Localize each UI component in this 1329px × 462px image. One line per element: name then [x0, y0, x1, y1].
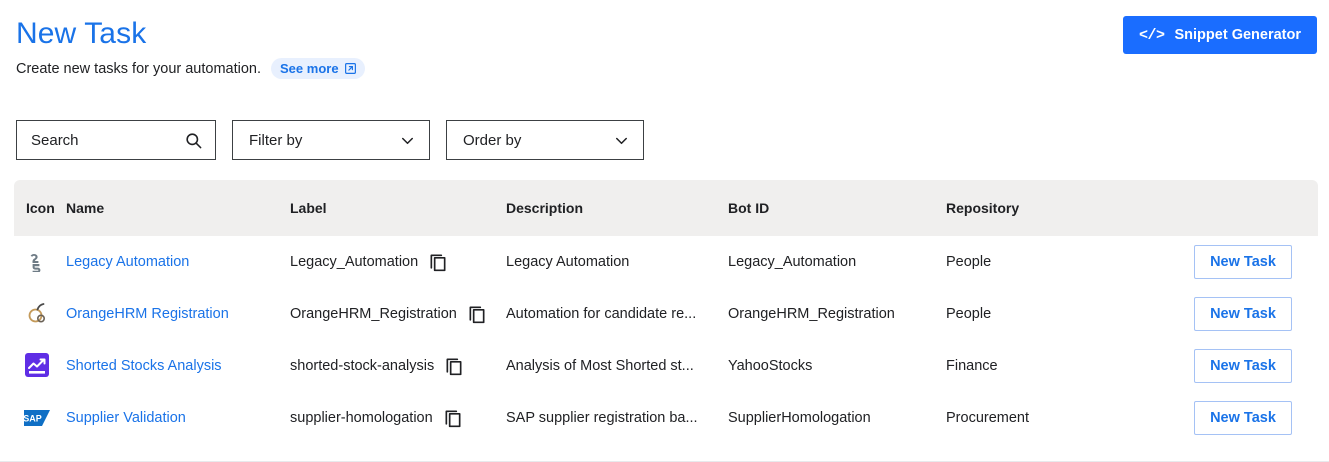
task-description-cell: Automation for candidate re...	[506, 288, 728, 340]
table-header-row: Icon Name Label Description Bot ID Repos…	[14, 180, 1318, 236]
task-label-text: Legacy_Automation	[290, 254, 419, 270]
task-repository-cell: People	[946, 254, 992, 270]
task-label-cell: Legacy_Automation	[290, 236, 506, 288]
sap-icon: SAP	[24, 405, 50, 431]
task-repository-cell: Procurement	[946, 410, 1030, 426]
chevron-down-icon	[612, 131, 631, 150]
page-title: New Task	[16, 17, 147, 50]
search-icon[interactable]	[184, 131, 203, 150]
order-by-select[interactable]: Order by	[446, 120, 644, 160]
task-action-cell: New Task	[1164, 236, 1318, 288]
task-name-cell: Supplier Validation	[66, 392, 290, 444]
code-brackets-icon: </>	[1138, 26, 1165, 44]
tasks-table: Icon Name Label Description Bot ID Repos…	[14, 180, 1318, 444]
task-action-cell: New Task	[1164, 288, 1318, 340]
new-task-button[interactable]: New Task	[1194, 349, 1292, 383]
task-description-text: Legacy Automation	[506, 254, 630, 270]
page-header: New Task Create new tasks for your autom…	[0, 0, 1329, 79]
copy-icon[interactable]	[443, 408, 463, 428]
task-description-cell: Analysis of Most Shorted st...	[506, 340, 728, 392]
task-repository-cell: People	[946, 306, 992, 322]
column-header-name: Name	[66, 200, 105, 216]
row-icon-cell	[14, 288, 66, 340]
filter-by-select[interactable]: Filter by	[232, 120, 430, 160]
snippet-generator-label: Snippet Generator	[1174, 27, 1302, 43]
new-task-button[interactable]: New Task	[1194, 245, 1292, 279]
orangehrm-icon	[24, 300, 50, 326]
task-name-cell: Legacy Automation	[66, 236, 290, 288]
filter-by-label: Filter by	[249, 131, 303, 149]
task-bot-id-cell: SupplierHomologation	[728, 410, 871, 426]
task-repository-cell: Finance	[946, 358, 998, 374]
tasks-table-body: Legacy Automation Legacy_Automation	[14, 236, 1318, 444]
task-action-cell: New Task	[1164, 340, 1318, 392]
task-description-text: Analysis of Most Shorted st...	[506, 358, 694, 374]
task-name-link[interactable]: Legacy Automation	[66, 254, 190, 270]
task-name-cell: Shorted Stocks Analysis	[66, 340, 290, 392]
row-icon-cell: SAP	[14, 392, 66, 444]
copy-icon[interactable]	[444, 356, 464, 376]
row-icon-cell	[14, 340, 66, 392]
task-name-cell: OrangeHRM Registration	[66, 288, 290, 340]
subtitle-row: Create new tasks for your automation. Se…	[16, 58, 1313, 79]
task-label-cell: shorted-stock-analysis	[290, 340, 506, 392]
see-more-label: See more	[280, 61, 339, 76]
page-subtitle: Create new tasks for your automation.	[16, 60, 262, 77]
column-header-label: Label	[290, 200, 327, 216]
task-action-cell: New Task	[1164, 392, 1318, 444]
external-link-icon	[344, 62, 357, 75]
task-label-cell: supplier-homologation	[290, 392, 506, 444]
task-bot-id-cell: YahooStocks	[728, 358, 813, 374]
yahoo-finance-icon	[24, 352, 50, 378]
task-description-text: Automation for candidate re...	[506, 306, 697, 322]
task-name-link[interactable]: Supplier Validation	[66, 410, 186, 426]
task-bot-id-cell: Legacy_Automation	[728, 254, 857, 270]
tasks-table-container: Icon Name Label Description Bot ID Repos…	[0, 180, 1329, 444]
task-description-cell: SAP supplier registration ba...	[506, 392, 728, 444]
search-placeholder: Search	[31, 131, 79, 149]
task-name-link[interactable]: Shorted Stocks Analysis	[66, 358, 222, 374]
search-input[interactable]: Search	[16, 120, 216, 160]
chevron-down-icon	[398, 131, 417, 150]
table-row: Legacy Automation Legacy_Automation	[14, 236, 1318, 288]
task-bot-id-cell: OrangeHRM_Registration	[728, 306, 895, 322]
task-name-link[interactable]: OrangeHRM Registration	[66, 306, 229, 322]
column-header-icon: Icon	[26, 200, 55, 216]
table-row: OrangeHRM Registration OrangeHRM_Registr…	[14, 288, 1318, 340]
column-header-actions	[1164, 180, 1318, 236]
order-by-label: Order by	[463, 131, 522, 149]
copy-icon[interactable]	[428, 252, 448, 272]
new-task-button[interactable]: New Task	[1194, 297, 1292, 331]
task-label-text: OrangeHRM_Registration	[290, 306, 457, 322]
task-description-text: SAP supplier registration ba...	[506, 410, 698, 426]
task-label-text: shorted-stock-analysis	[290, 358, 435, 374]
svg-text:SAP: SAP	[24, 414, 42, 424]
table-row: Shorted Stocks Analysis shorted-stock-an…	[14, 340, 1318, 392]
snippet-generator-button[interactable]: </> Snippet Generator	[1122, 16, 1317, 54]
filter-bar: Search Filter by Order by	[0, 120, 1329, 160]
legacy-automation-icon	[24, 249, 50, 275]
see-more-link[interactable]: See more	[271, 58, 365, 79]
row-icon-cell	[14, 236, 66, 288]
table-row: SAP Supplier Validation supplier-homolog…	[14, 392, 1318, 444]
task-label-text: supplier-homologation	[290, 410, 433, 426]
tasks-table-header: Icon Name Label Description Bot ID Repos…	[14, 180, 1318, 236]
task-label-cell: OrangeHRM_Registration	[290, 288, 506, 340]
column-header-repository: Repository	[946, 200, 1020, 216]
task-description-cell: Legacy Automation	[506, 236, 728, 288]
column-header-description: Description	[506, 200, 584, 216]
copy-icon[interactable]	[467, 304, 487, 324]
new-task-button[interactable]: New Task	[1194, 401, 1292, 435]
column-header-bot-id: Bot ID	[728, 200, 770, 216]
